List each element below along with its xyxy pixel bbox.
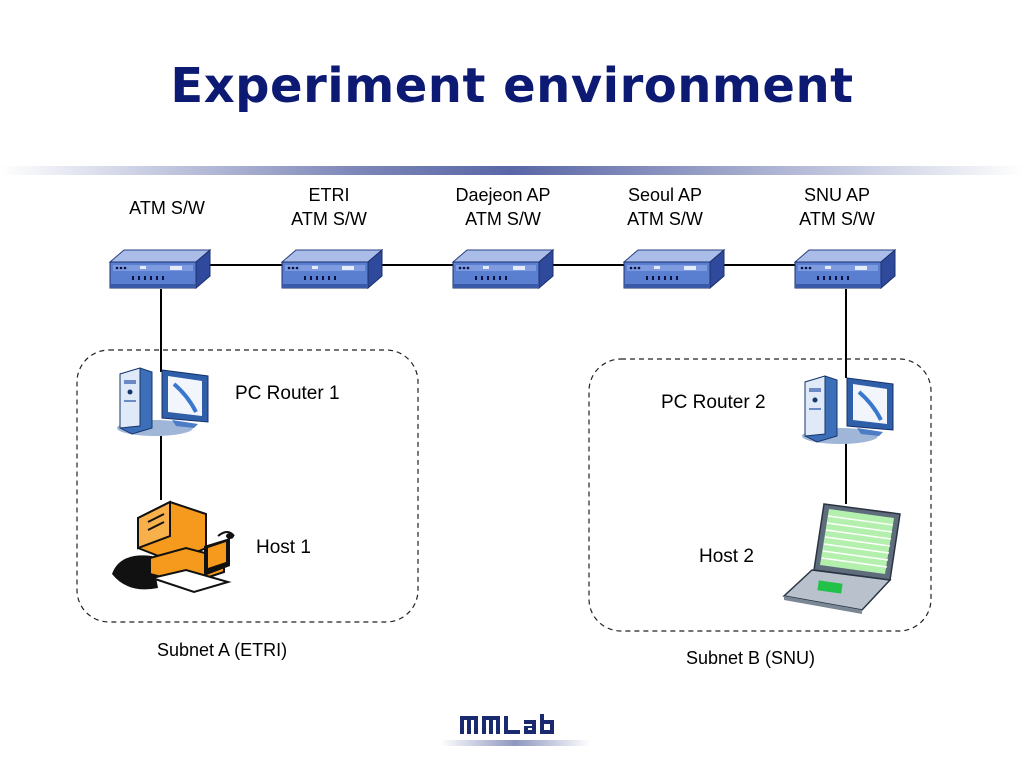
desktop-host-icon xyxy=(112,500,235,594)
host-2-label: Host 2 xyxy=(699,546,754,567)
switch-label-seoul: Seoul AP ATM S/W xyxy=(605,183,725,231)
pc-router-2-label: PC Router 2 xyxy=(661,392,766,413)
mmlab-logo xyxy=(440,714,590,746)
title-divider xyxy=(0,166,1024,175)
subnet-b-label: Subnet B (SNU) xyxy=(686,648,816,668)
switch-label-line1: ETRI xyxy=(308,185,350,205)
subnet-a-boundary xyxy=(76,349,419,623)
switch-label-line2: ATM S/W xyxy=(799,209,875,229)
pc-router-1-label: PC Router 1 xyxy=(235,383,340,404)
switch-label-line1: SNU AP xyxy=(803,185,871,205)
switch-label-line2: ATM S/W xyxy=(627,209,703,229)
subnet-a-label: Subnet A (ETRI) xyxy=(157,640,288,660)
atm-switch-icon xyxy=(281,249,383,289)
slide-title: Experiment environment xyxy=(170,58,854,114)
switch-label-atm: ATM S/W xyxy=(107,196,227,220)
atm-switch-icon xyxy=(623,249,725,289)
laptop-host-icon xyxy=(782,503,901,614)
pc-router-icon xyxy=(802,375,894,444)
atm-switch-icon xyxy=(794,249,896,289)
switch-label-line2: ATM S/W xyxy=(465,209,541,229)
pc-router-icon xyxy=(117,367,209,436)
atm-switch-icon xyxy=(452,249,554,289)
switch-label-line1: Daejeon AP xyxy=(455,185,551,205)
switch-label-snu: SNU AP ATM S/W xyxy=(777,183,897,231)
atm-switch-icon xyxy=(109,249,211,289)
host-1-label: Host 1 xyxy=(256,537,311,558)
subnet-b-boundary xyxy=(588,358,932,632)
switch-label-etri: ETRI ATM S/W xyxy=(269,183,389,231)
switch-label-line2: ATM S/W xyxy=(291,209,367,229)
switch-label-daejeon: Daejeon AP ATM S/W xyxy=(443,183,563,231)
switch-label-line1: Seoul AP xyxy=(627,185,703,205)
switch-label-line2: ATM S/W xyxy=(129,198,205,218)
